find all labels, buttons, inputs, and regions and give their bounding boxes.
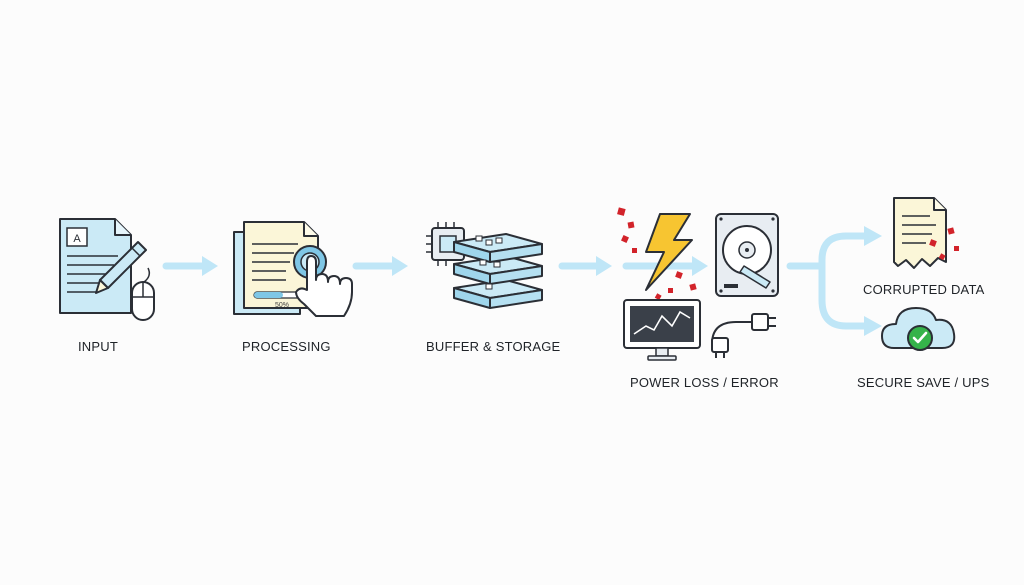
document-stack-icon: 50% [233, 221, 319, 315]
step-label-input: INPUT [78, 339, 118, 354]
pencil-icon [95, 241, 147, 294]
touch-hand-icon [293, 245, 353, 317]
step-label-power-loss: POWER LOSS / ERROR [630, 375, 779, 390]
cloud-check-icon [881, 307, 956, 351]
hard-drive-icon [715, 213, 779, 297]
outcome-label-secure-save: SECURE SAVE / UPS [857, 375, 990, 390]
flow-arrow-2 [352, 256, 408, 276]
monitor-chart-icon [623, 299, 701, 361]
step-label-buffer-storage: BUFFER & STORAGE [426, 339, 561, 354]
mouse-icon [131, 267, 155, 321]
outcome-label-corrupted: CORRUPTED DATA [863, 282, 985, 297]
storage-stack-icon [453, 233, 543, 309]
progress-bar-fill [254, 292, 283, 298]
flow-arrow-1 [162, 256, 218, 276]
lightning-icon [645, 213, 693, 291]
svg-text:A: A [73, 233, 81, 245]
flow-arrow-3 [558, 256, 612, 276]
power-plug-icon [711, 313, 776, 358]
progress-percent: 50% [275, 302, 289, 309]
debris-particles [617, 207, 697, 301]
branch-arrow [786, 226, 882, 336]
torn-document-icon [893, 197, 959, 269]
document-edit-icon: A [59, 218, 132, 314]
step-label-processing: PROCESSING [242, 339, 331, 354]
